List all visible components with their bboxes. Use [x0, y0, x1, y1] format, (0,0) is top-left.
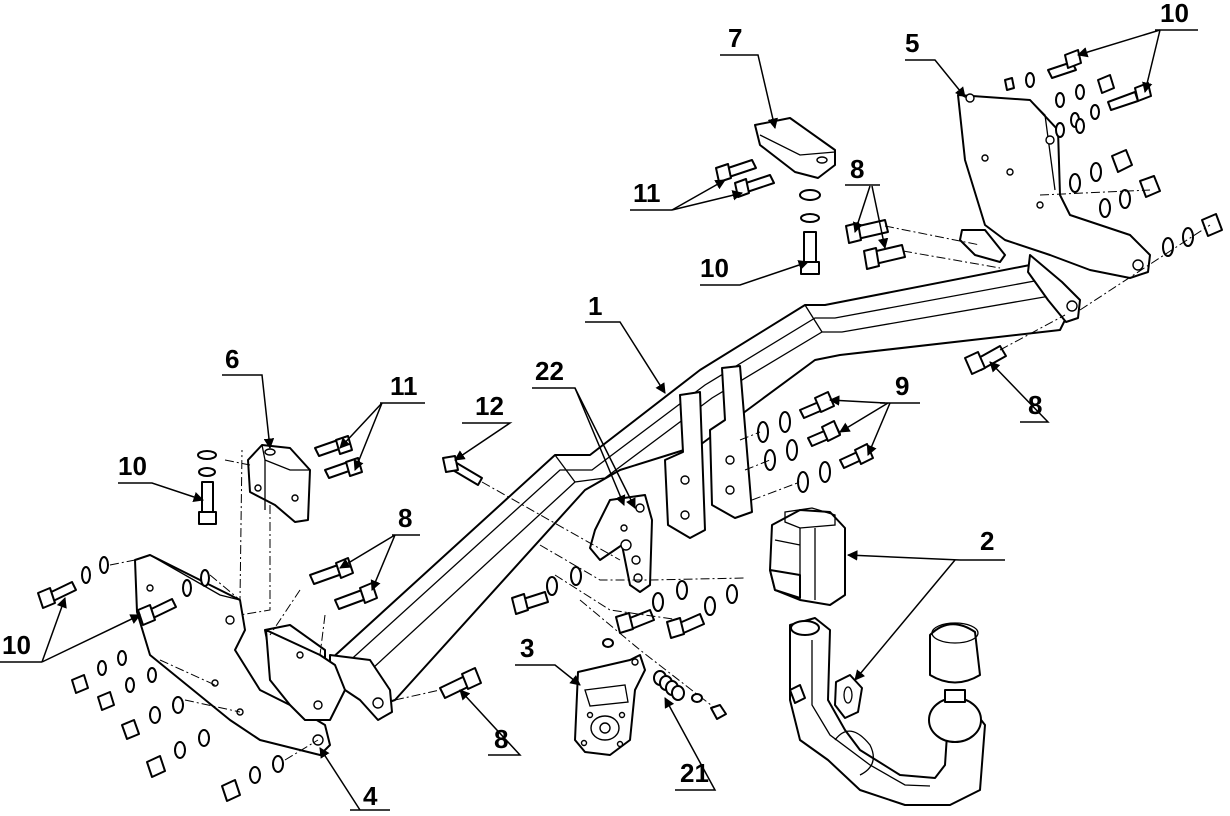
bolts-part-11-upper	[715, 159, 775, 198]
crossbeam-part-1	[329, 254, 1081, 721]
bracket-part-22	[589, 494, 653, 593]
bracket-part-7	[754, 117, 836, 275]
callout-10-upper-mid: 10	[700, 253, 729, 283]
callout-12: 12	[475, 391, 504, 421]
callout-21: 21	[680, 758, 709, 788]
callout-8-right: 8	[1028, 390, 1042, 420]
fasteners-part-9	[739, 391, 874, 501]
callout-2: 2	[980, 526, 994, 556]
callout-22: 22	[535, 356, 564, 386]
callout-10-left-mid: 10	[118, 451, 147, 481]
bolt-part-8-lower	[394, 667, 482, 701]
socket-bracket-part-3	[574, 638, 646, 756]
callout-9: 9	[895, 371, 909, 401]
ball-housing-part-2	[769, 507, 846, 606]
callout-8-lower: 8	[494, 724, 508, 754]
bracket-part-6	[197, 444, 311, 525]
side-bracket-part-5	[957, 93, 1151, 279]
callout-labels: 1 2 3 4 5 6 7 8 8 8 8 9 10 10 10 10 11 1…	[2, 0, 1189, 811]
callout-10-top-right: 10	[1160, 0, 1189, 28]
left-fasteners	[37, 449, 319, 802]
tow-ball-arm-part-2	[789, 617, 986, 806]
callout-8-left: 8	[398, 503, 412, 533]
callout-4: 4	[363, 781, 378, 811]
callout-7: 7	[728, 23, 742, 53]
bolt-part-8-right	[964, 314, 1066, 375]
callout-11-lower: 11	[390, 371, 418, 401]
callout-1: 1	[588, 291, 602, 321]
callout-8-upper: 8	[850, 154, 864, 184]
bolts-part-8-upper	[845, 219, 1001, 270]
inner-plate	[265, 629, 346, 721]
callout-3: 3	[520, 633, 534, 663]
callout-10-bottom-left: 10	[2, 630, 31, 660]
callout-leaders	[0, 29, 1198, 811]
bolts-part-11-lower	[314, 435, 363, 479]
callout-11-upper: 11	[633, 178, 661, 208]
callout-5: 5	[905, 28, 919, 58]
center-lower-fasteners	[511, 544, 746, 713]
right-fasteners	[1004, 49, 1223, 311]
bolt-part-12	[442, 455, 621, 561]
callout-6: 6	[225, 344, 239, 374]
spring-part-21	[653, 670, 727, 720]
